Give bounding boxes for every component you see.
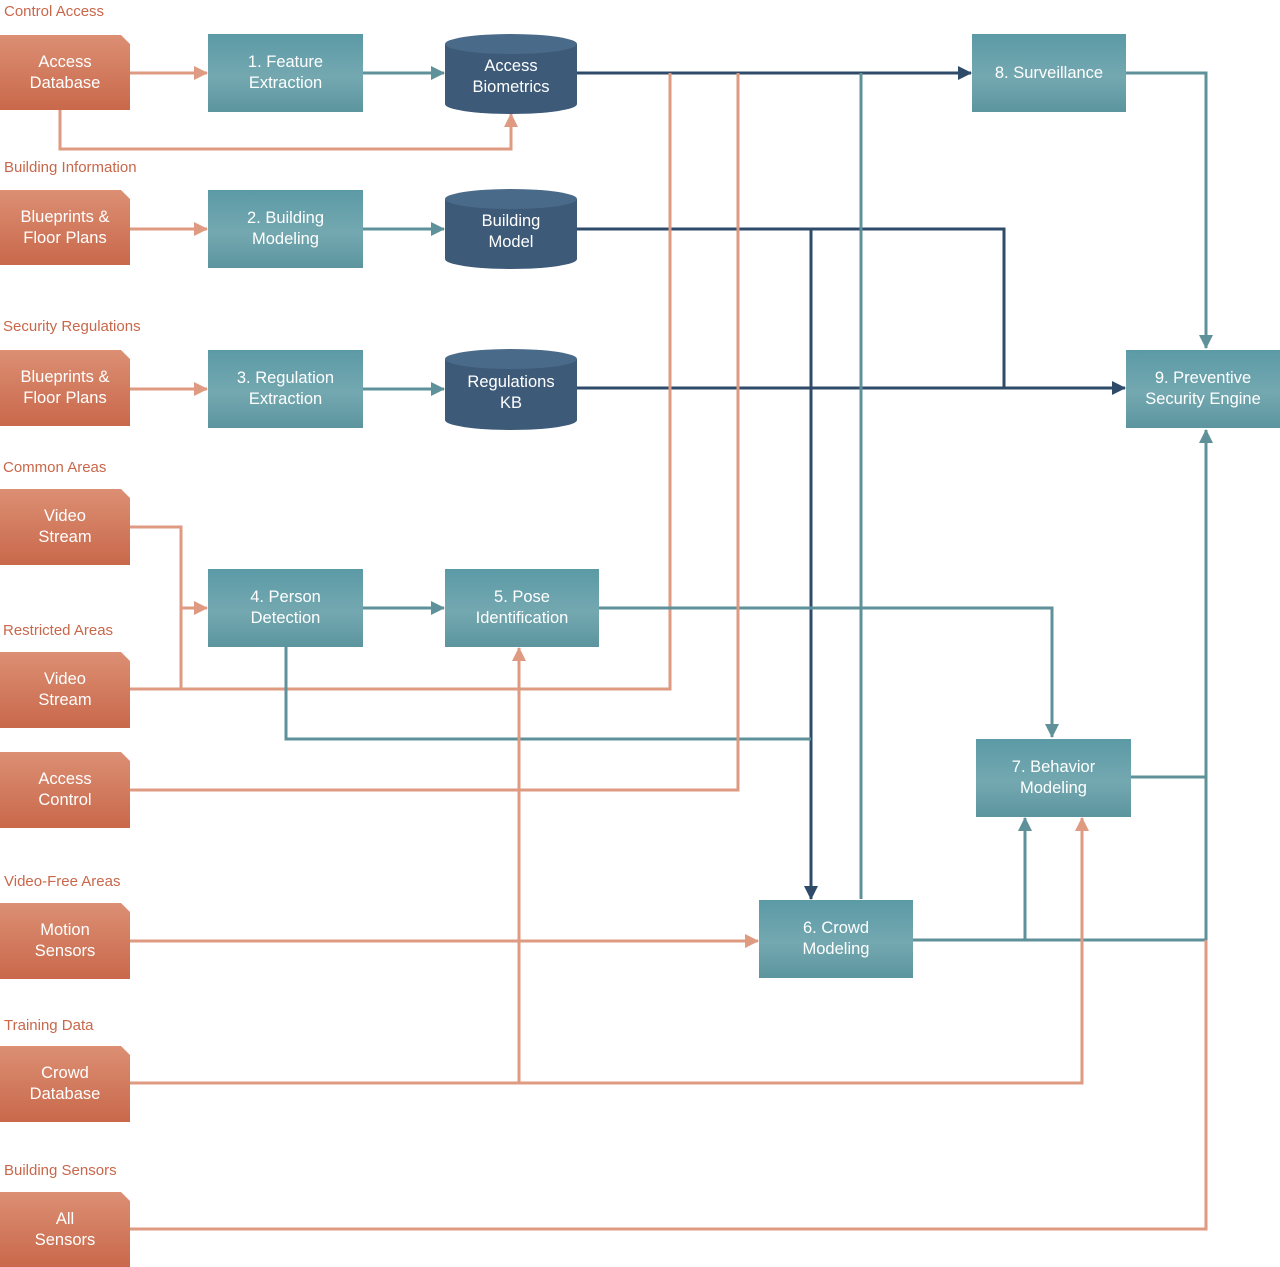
edge-surveillance-to-engine	[1126, 71, 1213, 349]
source-label: Motion Sensors	[34, 921, 96, 960]
source-label: Video Stream	[38, 670, 92, 709]
database-building-model[interactable]: Building Model	[445, 189, 577, 269]
database-label: Regulations KB	[467, 372, 555, 412]
edge-person-detection-to-crowd	[284, 647, 811, 741]
process-label: 9. Preventive Security Engine	[1145, 369, 1261, 408]
database-regulations-kb[interactable]: Regulations KB	[445, 349, 577, 430]
process-label: 8. Surveillance	[994, 63, 1104, 82]
process-label: 3. Regulation Extraction	[236, 369, 335, 408]
edge-all-sensors-to-engine	[130, 940, 1208, 1231]
edge-building-model-to-engine	[577, 227, 1006, 388]
edge-crowd-database-to-behavior	[130, 817, 1089, 1085]
source-crowd-database[interactable]: Crowd Database	[0, 1046, 130, 1122]
process-preventive-security-engine[interactable]: 9. Preventive Security Engine	[1126, 350, 1280, 428]
process-label: 7. Behavior Modeling	[1011, 758, 1096, 797]
group-label-security-regulations: Security Regulations	[3, 318, 141, 335]
edge-video-common-to-person-detection	[130, 525, 208, 615]
source-label: Video Stream	[38, 507, 92, 546]
edge-access-control-to-surveillance	[130, 73, 740, 792]
edge-access-db-to-biometrics	[58, 110, 518, 151]
source-label: Blueprints & Floor Plans	[20, 207, 110, 247]
source-video-stream-common[interactable]: Video Stream	[0, 489, 130, 565]
edge-pose-to-behavior	[599, 606, 1059, 738]
database-label: Access Biometrics	[472, 57, 550, 96]
process-label: 1. Feature Extraction	[247, 53, 324, 92]
source-video-stream-restricted[interactable]: Video Stream	[0, 652, 130, 728]
source-all-sensors[interactable]: All Sensors	[0, 1192, 130, 1267]
source-label: Access Control	[38, 770, 92, 809]
group-label-video-free-areas: Video-Free Areas	[4, 873, 121, 890]
edge-crowd-to-engine	[913, 429, 1213, 942]
process-crowd-modeling[interactable]: 6. Crowd Modeling	[759, 900, 913, 978]
group-label-common-areas: Common Areas	[3, 459, 107, 476]
group-label-training-data: Training Data	[4, 1017, 94, 1034]
source-label: Blueprints & Floor Plans	[20, 368, 110, 407]
group-label-building-information: Building Information	[4, 159, 137, 176]
source-access-database[interactable]: Access Database	[0, 35, 130, 110]
edge-video-restricted-to-person-detection	[130, 608, 183, 691]
database-cylinder-icon	[445, 34, 577, 114]
process-pose-identification[interactable]: 5. Pose Identification	[445, 569, 599, 647]
database-access-biometrics[interactable]: Access Biometrics	[445, 34, 577, 114]
database-cylinder-icon	[445, 349, 577, 430]
process-label: 6. Crowd Modeling	[802, 919, 870, 958]
source-label: Crowd Database	[29, 1064, 101, 1103]
database-cylinder-icon	[445, 189, 577, 269]
process-label: 5. Pose Identification	[475, 588, 569, 627]
database-label: Building Model	[481, 212, 541, 251]
group-label-building-sensors: Building Sensors	[4, 1162, 117, 1179]
process-person-detection[interactable]: 4. Person Detection	[208, 569, 363, 647]
process-label: 4. Person Detection	[250, 588, 321, 627]
process-label: 2. Building Modeling	[246, 209, 325, 248]
source-label: Access Database	[29, 52, 101, 92]
source-label: All Sensors	[34, 1209, 96, 1249]
source-access-control[interactable]: Access Control	[0, 752, 130, 828]
group-label-control-access: Control Access	[4, 3, 105, 20]
process-regulation-extraction[interactable]: 3. Regulation Extraction	[208, 350, 363, 428]
process-surveillance[interactable]: 8. Surveillance	[972, 34, 1126, 112]
process-behavior-modeling[interactable]: 7. Behavior Modeling	[976, 739, 1131, 817]
source-blueprints-floor-plans[interactable]: Blueprints & Floor Plans	[0, 190, 130, 265]
process-feature-extraction[interactable]: 1. Feature Extraction	[208, 34, 363, 112]
source-blueprints-floor-plans-regulations[interactable]: Blueprints & Floor Plans	[0, 350, 130, 426]
source-motion-sensors[interactable]: Motion Sensors	[0, 903, 130, 979]
group-label-restricted-areas: Restricted Areas	[3, 622, 114, 639]
edge-video-restricted-to-surveillance	[181, 73, 672, 691]
process-building-modeling[interactable]: 2. Building Modeling	[208, 190, 363, 268]
